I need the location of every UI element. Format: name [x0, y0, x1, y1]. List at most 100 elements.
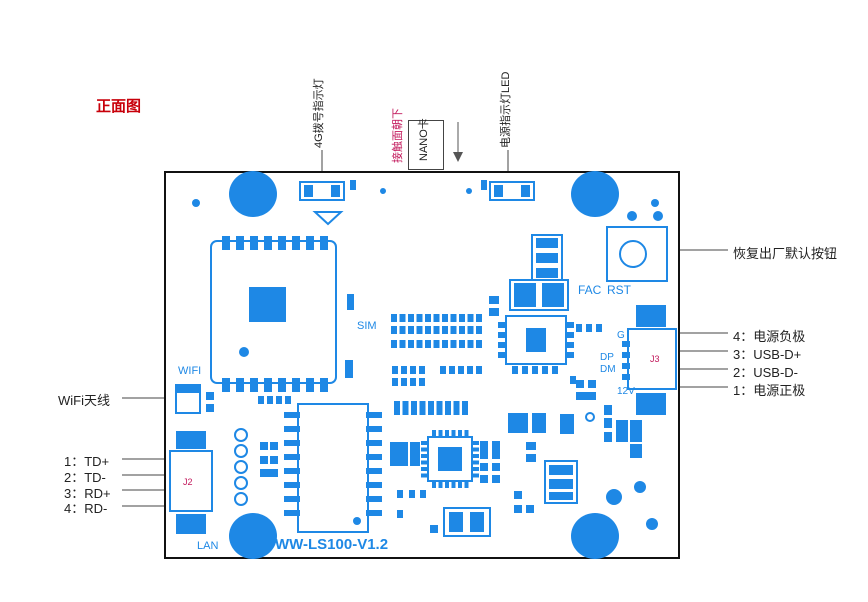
- ic-pad: [473, 454, 479, 458]
- passive: [514, 505, 522, 513]
- j3-tab: [636, 305, 666, 327]
- ethernet-pad: [284, 426, 300, 432]
- passive: [392, 366, 398, 374]
- reset-button-cap: [619, 240, 647, 268]
- lan-silk: LAN: [197, 540, 218, 552]
- component: [489, 296, 499, 304]
- ethernet-pad: [366, 510, 382, 516]
- passive: [526, 442, 536, 450]
- passive: [425, 326, 431, 334]
- passive: [576, 380, 584, 388]
- passive: [459, 340, 465, 348]
- component: [260, 456, 268, 464]
- module-pad: [320, 378, 328, 392]
- passive: [480, 463, 488, 471]
- ic-pad: [421, 473, 427, 478]
- power-pad: [536, 253, 558, 263]
- ethernet-pad: [366, 468, 382, 474]
- ic-pad: [421, 454, 427, 458]
- insert-arrow-head: [453, 152, 463, 162]
- ic-pad: [473, 460, 479, 465]
- passive: [616, 420, 628, 442]
- j2-via: [234, 492, 248, 506]
- passive: [467, 314, 474, 322]
- module-pad: [278, 378, 286, 392]
- ethernet-pad: [366, 482, 382, 488]
- passive: [596, 324, 602, 332]
- pad: [258, 396, 264, 404]
- passive: [570, 376, 576, 384]
- passive: [440, 366, 446, 374]
- passive: [425, 314, 431, 322]
- j2-pin3-label: 3：RD+: [64, 486, 111, 501]
- passive: [453, 401, 460, 415]
- passive: [419, 401, 426, 415]
- ic-pad: [473, 467, 479, 471]
- mount-hole-bottom-right: [571, 513, 619, 559]
- passive: [401, 378, 407, 386]
- ic-pad: [438, 430, 443, 436]
- module-pad: [236, 236, 244, 250]
- j2-via: [234, 476, 248, 490]
- passive: [416, 326, 423, 334]
- via: [606, 489, 622, 505]
- pad: [267, 396, 273, 404]
- main-ic: [427, 436, 473, 482]
- ic-pad: [473, 473, 479, 478]
- nano-card: NANO卡: [408, 118, 444, 170]
- ethernet-pad: [366, 440, 382, 446]
- passive: [532, 413, 546, 433]
- module-pad: [306, 236, 314, 250]
- passive: [445, 401, 451, 415]
- ic-pad: [438, 482, 443, 488]
- ic-pad: [498, 332, 506, 338]
- ic-pad: [432, 482, 436, 488]
- ethernet-pad: [284, 468, 300, 474]
- passive: [430, 525, 438, 533]
- ic-pad: [498, 352, 506, 358]
- wifi-antenna-label: WiFi天线: [58, 393, 110, 408]
- passive: [416, 314, 423, 322]
- j3-pin: [622, 352, 630, 358]
- model-silk: WW-LS100-V1.2: [275, 536, 388, 553]
- j3-silk: J3: [650, 354, 660, 364]
- passive: [442, 340, 448, 348]
- module-pad: [306, 378, 314, 392]
- ic-pad: [464, 482, 469, 488]
- passive: [416, 340, 423, 348]
- passive: [410, 378, 416, 386]
- module-pad: [264, 236, 272, 250]
- passive: [508, 413, 528, 433]
- ic-pad: [421, 441, 427, 445]
- passive: [526, 454, 536, 462]
- passive: [476, 340, 482, 348]
- passive: [399, 340, 406, 348]
- ethernet-pad: [284, 412, 300, 418]
- wifi-pad: [206, 404, 214, 412]
- ic-pad: [421, 447, 427, 452]
- passive: [428, 401, 434, 415]
- via: [192, 199, 200, 207]
- passive: [397, 510, 403, 518]
- wifi-pad: [176, 385, 200, 393]
- ethernet-pad: [284, 510, 300, 516]
- ic-pad: [451, 482, 456, 488]
- passive: [410, 442, 420, 466]
- passive: [458, 366, 464, 374]
- passive: [467, 326, 474, 334]
- dp-silk: DP: [600, 352, 614, 363]
- passive: [604, 432, 612, 442]
- passive: [476, 366, 482, 374]
- ethernet-ic: [297, 403, 369, 533]
- passive: [588, 380, 596, 388]
- ic-pad: [552, 366, 558, 374]
- ic-pad: [498, 342, 506, 348]
- ic-pad: [532, 366, 538, 374]
- module-pad: [250, 236, 258, 250]
- ic-pad: [432, 430, 436, 436]
- passive: [476, 326, 482, 334]
- module-pad: [236, 378, 244, 392]
- module-pad: [320, 236, 328, 250]
- j2-via: [234, 444, 248, 458]
- ic-pad: [458, 430, 462, 436]
